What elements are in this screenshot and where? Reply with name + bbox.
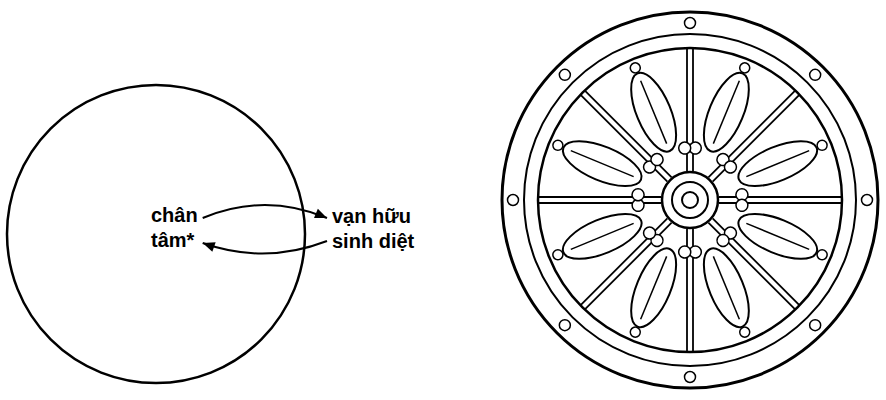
- curved-arrow: [203, 241, 327, 254]
- arrow-head: [203, 242, 216, 251]
- text-node: vạn hữu sinh diệt: [332, 204, 431, 258]
- node-label: chân tâm*: [151, 203, 198, 253]
- dharma-wheel: [495, 5, 885, 395]
- arrow-head: [314, 209, 327, 218]
- curved-arrow: [203, 205, 327, 218]
- circle-line: [7, 85, 305, 383]
- node-label: vạn hữu sinh diệt: [332, 204, 427, 254]
- circle-node: chân tâm*: [5, 83, 307, 385]
- arrow-line: [203, 205, 327, 218]
- arrow-line: [203, 241, 327, 254]
